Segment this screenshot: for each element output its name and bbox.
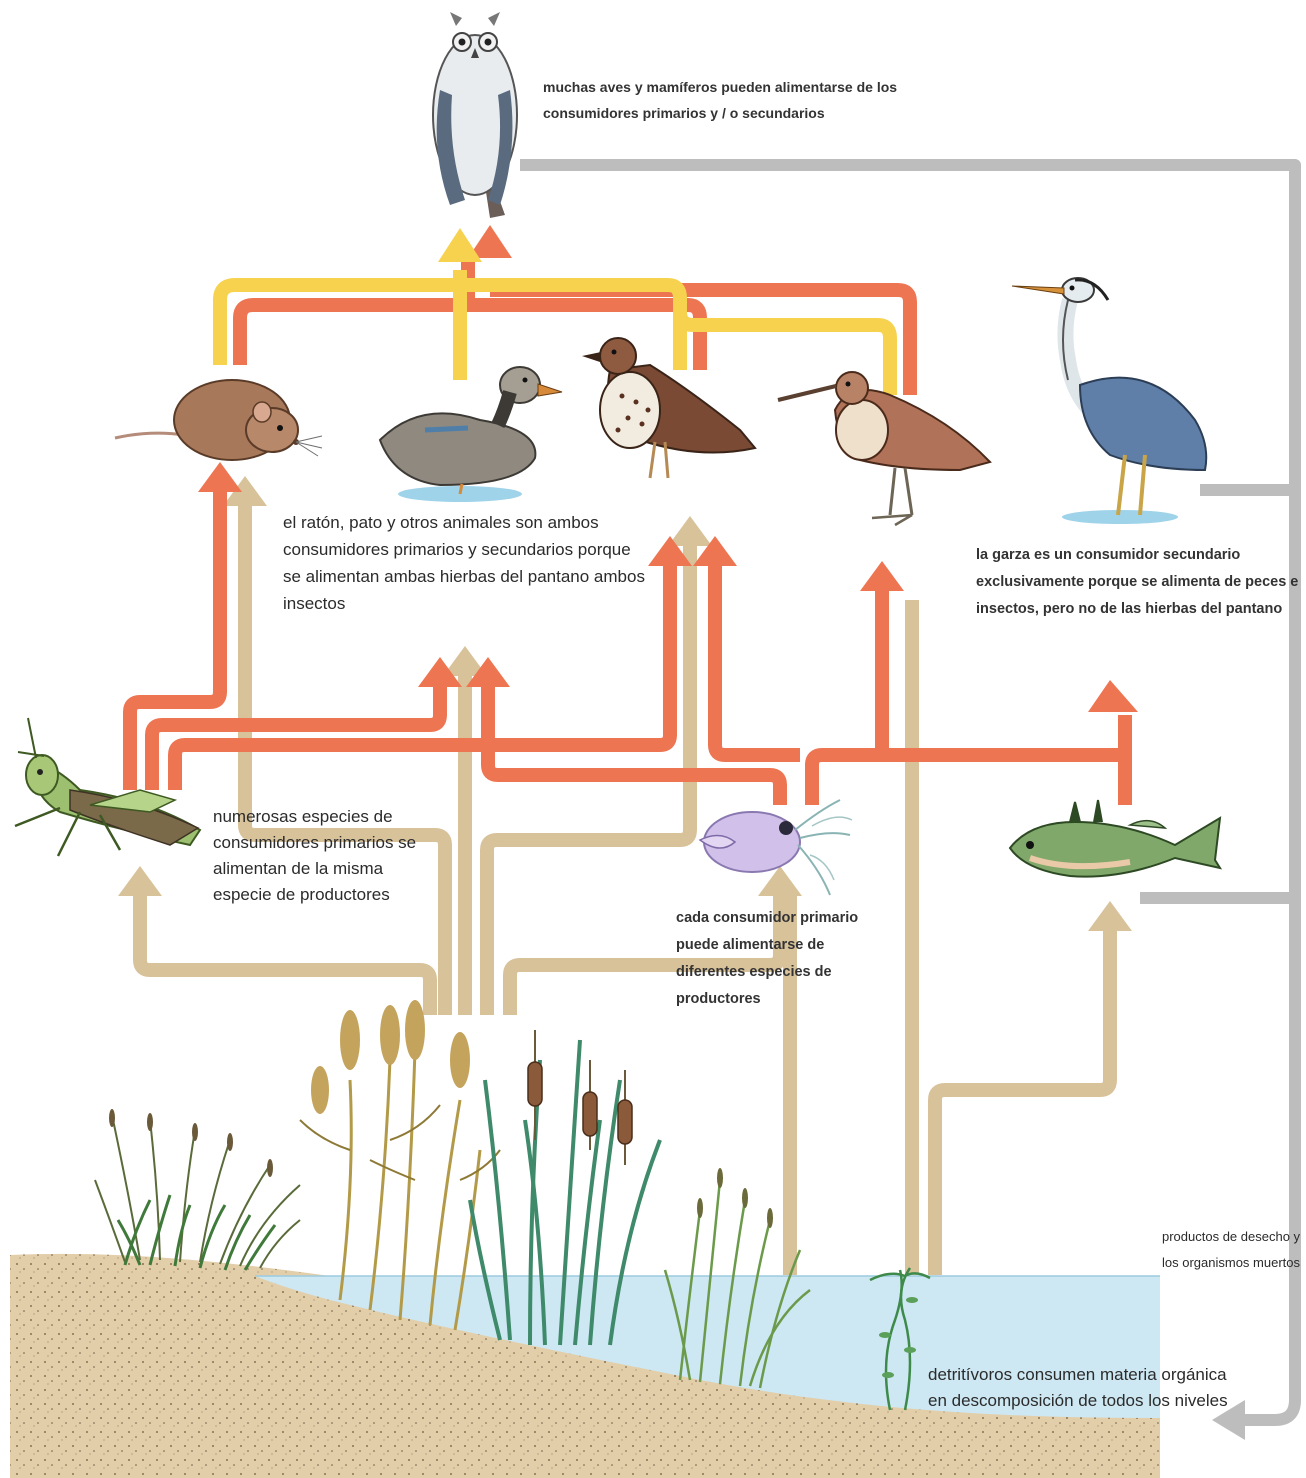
stickleback-fish-icon — [1010, 800, 1220, 877]
heron-caption: la garza es un consumidor secundario exc… — [976, 542, 1301, 623]
heron-icon — [1012, 278, 1206, 524]
sedge-icon — [95, 1109, 300, 1270]
mouse-icon — [115, 380, 322, 460]
thrush-icon — [582, 338, 755, 478]
grasshopper-caption: numerosas especies de consumidores prima… — [213, 804, 423, 908]
snipe-icon — [778, 372, 990, 525]
owl-caption: muchas aves y mamíferos pueden alimentar… — [543, 74, 983, 126]
waste-caption: productos de desecho y los organismos mu… — [1162, 1224, 1302, 1276]
detritivores-caption: detritívoros consumen materia orgánica e… — [928, 1362, 1228, 1414]
owl-icon — [433, 12, 517, 218]
yellow-arrowhead — [438, 228, 482, 262]
duck-icon — [380, 367, 562, 502]
daphnia-caption: cada consumidor primario puede alimentar… — [676, 905, 886, 1013]
mouse-duck-caption: el ratón, pato y otros animales son ambo… — [283, 509, 653, 617]
